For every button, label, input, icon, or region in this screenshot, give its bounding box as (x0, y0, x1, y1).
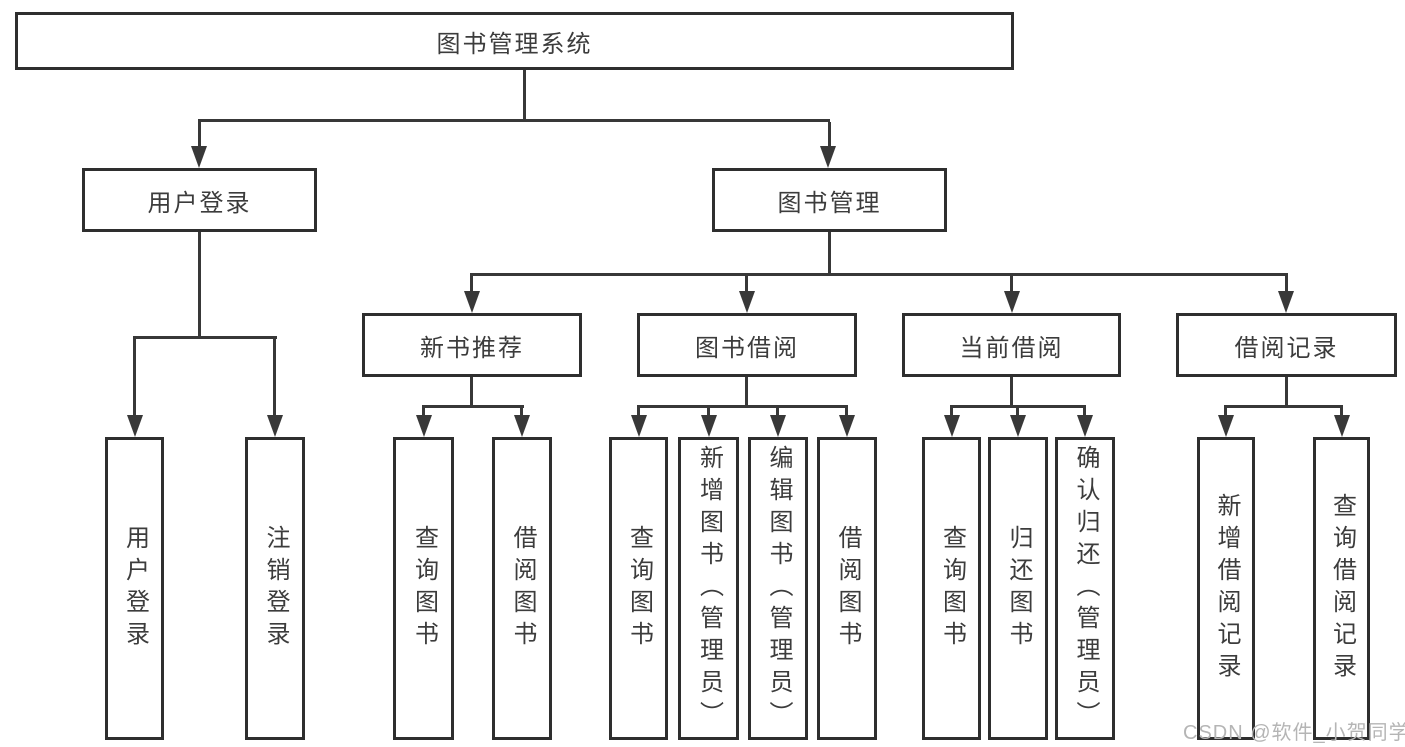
connector-stem (745, 273, 748, 291)
node-label: 新书推荐 (420, 334, 524, 362)
node-label: 借阅图书 (509, 524, 536, 653)
connector-borrowing-stem (745, 377, 748, 405)
connector-stem (470, 273, 473, 291)
node-label: 图书管理 (777, 189, 882, 217)
arrowhead-down-icon (839, 415, 855, 437)
node-label: 查询图书 (625, 524, 653, 653)
arrowhead-down-icon (514, 415, 530, 437)
node-label: 用户登录 (147, 189, 252, 217)
arrowhead-down-icon (820, 146, 836, 168)
node-label: 图书借阅 (695, 334, 799, 362)
node-label: 确认归还（管理员） (1072, 444, 1099, 733)
leaf-edit-books-admin: 编辑图书（管理员） (748, 437, 808, 740)
arrowhead-down-icon (1004, 291, 1020, 313)
leaf-confirm-return-admin: 确认归还（管理员） (1055, 437, 1115, 740)
arrowhead-down-icon (267, 415, 283, 437)
node-label: 借阅记录 (1234, 334, 1339, 362)
connector-stem (1224, 405, 1227, 415)
connector-recommend-hbar (422, 405, 524, 408)
connector-userlogin-stem (198, 232, 201, 336)
arrowhead-down-icon (1278, 291, 1294, 313)
connector-stem (198, 122, 201, 146)
node-user-login: 用户登录 (82, 168, 317, 232)
leaf-user-login: 用户登录 (105, 437, 164, 740)
arrowhead-down-icon (739, 291, 755, 313)
node-library-management-system: 图书管理系统 (15, 12, 1014, 70)
connector-stem (1340, 405, 1343, 415)
leaf-borrow-books: 借阅图书 (817, 437, 877, 740)
connector-stem (637, 405, 640, 415)
node-label: 图书管理系统 (436, 30, 593, 58)
connector-stem (133, 336, 136, 415)
leaf-query-borrow-record: 查询借阅记录 (1313, 437, 1370, 740)
node-label: 查询图书 (938, 524, 966, 653)
node-label: 编辑图书（管理员） (765, 444, 792, 733)
node-borrowing-records: 借阅记录 (1176, 313, 1397, 377)
node-label: 归还图书 (1005, 524, 1032, 653)
connector-root-hbar (198, 119, 830, 122)
connector-stem (1285, 273, 1288, 291)
connector-stem (273, 336, 276, 415)
connector-stem (776, 405, 779, 415)
connector-stem (828, 122, 831, 146)
connector-stem (707, 405, 710, 415)
leaf-add-books-admin: 新增图书（管理员） (678, 437, 739, 740)
connector-stem (950, 405, 953, 415)
leaf-query-books-recommend: 查询图书 (393, 437, 454, 740)
connector-stem (1016, 405, 1019, 415)
arrowhead-down-icon (127, 415, 143, 437)
arrowhead-down-icon (770, 415, 786, 437)
node-label: 注销登录 (262, 524, 289, 653)
arrowhead-down-icon (1334, 415, 1350, 437)
connector-borrowing-hbar (637, 405, 848, 408)
arrowhead-down-icon (631, 415, 647, 437)
connector-records-stem (1285, 377, 1288, 405)
connector-stem (520, 405, 523, 415)
leaf-query-books-borrowing: 查询图书 (609, 437, 668, 740)
connector-stem (845, 405, 848, 415)
connector-bookmgmt-stem (828, 232, 831, 273)
connector-userlogin-hbar (133, 336, 277, 339)
arrowhead-down-icon (416, 415, 432, 437)
node-book-borrowing: 图书借阅 (637, 313, 857, 377)
arrowhead-down-icon (1218, 415, 1234, 437)
node-book-management: 图书管理 (712, 168, 947, 232)
node-label: 查询图书 (410, 524, 438, 653)
connector-root-stem (523, 70, 526, 119)
connector-recommend-stem (470, 377, 473, 405)
leaf-logout: 注销登录 (245, 437, 305, 740)
connector-current-stem (1010, 377, 1013, 405)
connector-stem (422, 405, 425, 415)
arrowhead-down-icon (464, 291, 480, 313)
node-label: 查询借阅记录 (1328, 492, 1356, 685)
connector-stem (1010, 273, 1013, 291)
connector-records-hbar (1224, 405, 1342, 408)
node-label: 当前借阅 (959, 334, 1064, 362)
node-current-borrowing: 当前借阅 (902, 313, 1121, 377)
arrowhead-down-icon (191, 146, 207, 168)
leaf-query-books-current: 查询图书 (922, 437, 981, 740)
node-new-book-recommend: 新书推荐 (362, 313, 582, 377)
arrowhead-down-icon (701, 415, 717, 437)
connector-bookmgmt-hbar (470, 273, 1288, 276)
node-label: 新增借阅记录 (1213, 492, 1240, 685)
leaf-borrow-books-recommend: 借阅图书 (492, 437, 552, 740)
leaf-return-books: 归还图书 (988, 437, 1048, 740)
arrowhead-down-icon (1010, 415, 1026, 437)
csdn-watermark: CSDN @软件_小贺同学 (1183, 722, 1405, 744)
node-label: 借阅图书 (834, 524, 861, 653)
node-label: 新增图书（管理员） (695, 444, 723, 733)
arrowhead-down-icon (1077, 415, 1093, 437)
arrowhead-down-icon (944, 415, 960, 437)
leaf-add-borrow-record: 新增借阅记录 (1197, 437, 1255, 740)
node-label: 用户登录 (121, 524, 149, 653)
connector-stem (1083, 405, 1086, 415)
